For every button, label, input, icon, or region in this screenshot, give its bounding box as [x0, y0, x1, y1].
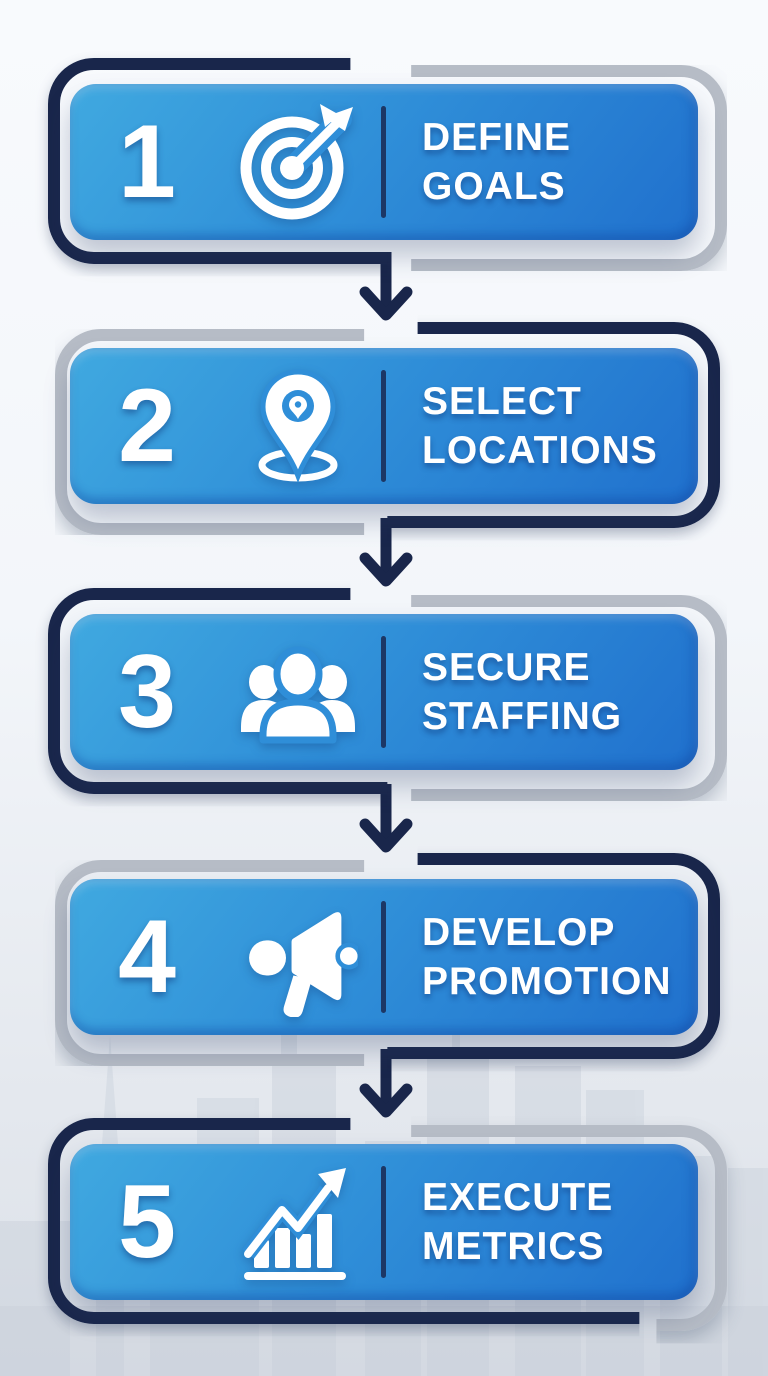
step-4: 4 DEVELOP PROMOTION	[48, 853, 720, 1066]
step-2-outline-gray	[55, 329, 365, 535]
step-3-number: 3	[118, 633, 176, 750]
step-1-label: DEFINE GOALS	[422, 84, 684, 240]
step-4-outline-gray	[55, 860, 365, 1066]
step-1: 1 DEFINE GOALS	[48, 58, 727, 271]
megaphone-icon	[228, 887, 368, 1027]
flow-arrow-2-icon	[359, 518, 413, 587]
step-1-divider	[381, 106, 386, 218]
step-3-divider	[381, 636, 386, 748]
step-3-label-line2: STAFFING	[422, 695, 623, 738]
step-2-divider	[381, 370, 386, 482]
step-4-outline-navy	[387, 853, 720, 1059]
flow-arrow-1-icon	[359, 252, 413, 321]
step-5: 5 EXECUTE METRICS	[48, 1118, 727, 1331]
step-2-outline-navy	[387, 322, 720, 528]
step-3-label-line1: SECURE	[422, 646, 591, 689]
step-3-outline-gray	[411, 595, 727, 801]
step-1-number: 1	[118, 103, 176, 220]
step-2-label-line1: SELECT	[422, 380, 582, 423]
step-5-divider	[381, 1166, 386, 1278]
step-4-number: 4	[118, 898, 176, 1015]
step-3-label: SECURE STAFFING	[422, 614, 684, 770]
flow-arrow-4-icon	[359, 1049, 413, 1118]
target-icon	[228, 92, 368, 232]
step-4-label-line2: PROMOTION	[422, 960, 672, 1003]
step-1-label-line2: GOALS	[422, 165, 566, 208]
step-2: 2 SELECT LOCATIONS	[48, 322, 720, 535]
step-4-label-line1: DEVELOP	[422, 911, 616, 954]
step-4-divider	[381, 901, 386, 1013]
step-4-card: 4 DEVELOP PROMOTION	[70, 879, 698, 1035]
step-2-label-line2: LOCATIONS	[422, 429, 658, 472]
step-5-number: 5	[118, 1163, 176, 1280]
step-1-outline-navy	[48, 58, 388, 264]
step-1-card: 1 DEFINE GOALS	[70, 84, 698, 240]
step-5-label-line2: METRICS	[422, 1225, 605, 1268]
people-group-icon	[228, 622, 368, 762]
step-4-label: DEVELOP PROMOTION	[422, 879, 684, 1035]
step-2-number: 2	[118, 367, 176, 484]
step-1-label-line1: DEFINE	[422, 116, 572, 159]
step-3: 3 SECURE STAFFING	[48, 588, 727, 801]
growth-chart-icon	[228, 1152, 368, 1292]
step-3-outline-navy	[48, 588, 388, 794]
step-3-card: 3 SECURE STAFFING	[70, 614, 698, 770]
step-5-card: 5 EXECUTE METRICS	[70, 1144, 698, 1300]
step-1-outline-gray	[411, 65, 727, 271]
step-5-label: EXECUTE METRICS	[422, 1144, 684, 1300]
step-2-card: 2 SELECT LOCATIONS	[70, 348, 698, 504]
step-2-label: SELECT LOCATIONS	[422, 348, 684, 504]
location-pin-icon	[228, 356, 368, 496]
flow-arrow-3-icon	[359, 784, 413, 853]
step-5-label-line1: EXECUTE	[422, 1176, 614, 1219]
